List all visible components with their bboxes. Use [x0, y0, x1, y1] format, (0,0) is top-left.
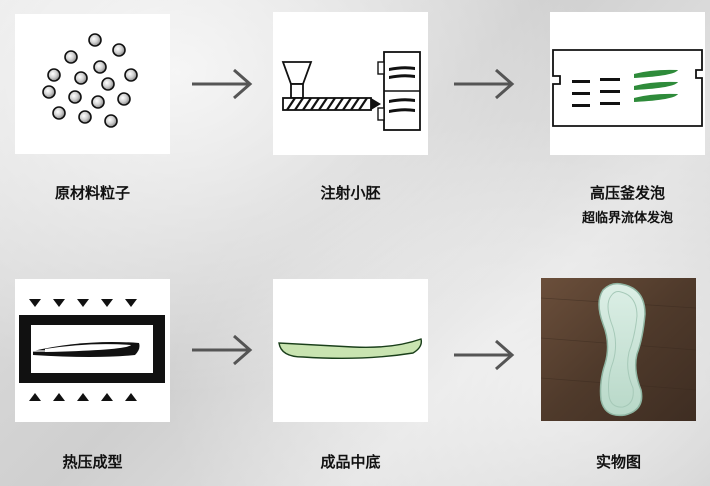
- step-label-injection: 注射小胚: [320, 184, 381, 202]
- granules-icon: [42, 33, 138, 128]
- product-photo-icon: [541, 278, 696, 421]
- arrow-right-icon: [454, 68, 515, 100]
- product-photo-panel: [541, 278, 696, 421]
- step-sublabel-supercritical: 超临界流体发泡: [581, 211, 673, 226]
- midsole-icon: [278, 338, 423, 360]
- injection-molding-icon: [281, 51, 421, 131]
- midsole-panel: [273, 279, 428, 422]
- step-label-granules: 原材料粒子: [54, 184, 130, 202]
- granules-panel: [15, 14, 170, 154]
- hot-press-panel: [15, 279, 170, 422]
- arrow-right-icon: [192, 334, 253, 366]
- step-label-hot-press: 热压成型: [62, 453, 123, 471]
- arrow-right-icon: [192, 68, 253, 100]
- autoclave-panel: [550, 12, 705, 155]
- step-label-product-photo: 实物图: [595, 453, 641, 471]
- autoclave-foaming-icon: [552, 49, 703, 127]
- hot-press-icon: [19, 299, 165, 401]
- step-label-midsole: 成品中底: [320, 453, 381, 471]
- injection-panel: [273, 12, 428, 155]
- arrow-right-icon: [454, 339, 515, 371]
- step-label-autoclave: 高压釜发泡: [589, 184, 665, 202]
